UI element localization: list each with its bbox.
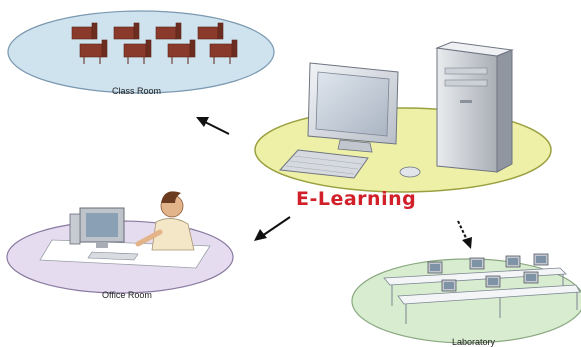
laboratory-node bbox=[351, 253, 581, 344]
laboratory-label: Laboratory bbox=[452, 337, 496, 347]
arrow-to-classroom bbox=[196, 117, 230, 135]
person-at-computer-icon bbox=[39, 191, 211, 269]
classroom-label: Class Room bbox=[112, 86, 162, 96]
arrow-to-office bbox=[254, 216, 291, 241]
office-node bbox=[6, 191, 234, 294]
lab-benches-icon bbox=[383, 253, 581, 324]
center-node bbox=[254, 41, 552, 193]
elearning-title: E-Learning bbox=[296, 188, 417, 210]
classroom-node bbox=[7, 10, 275, 94]
office-room-label: Office Room bbox=[102, 290, 152, 300]
desktop-computer-icon bbox=[278, 41, 514, 179]
classroom-desks-icon bbox=[71, 22, 238, 64]
arrow-to-laboratory bbox=[457, 220, 472, 249]
